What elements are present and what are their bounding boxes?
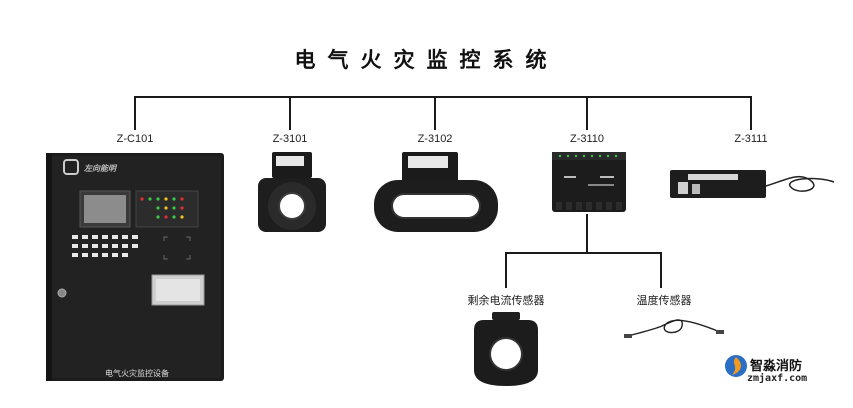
monitoring-panel-image: [46, 153, 224, 381]
z3101-sensor-image: [258, 152, 326, 232]
watermark-logo-icon: [725, 355, 747, 377]
temperature-probe-image: [624, 319, 724, 338]
diagram-title: 电气火灾监控系统: [294, 48, 559, 72]
panel-caption: 电气火灾监控设备: [105, 369, 169, 378]
branch-drop-residual: [505, 252, 507, 288]
device-label-z3111: Z-3111: [734, 133, 768, 145]
z3110-module-image: [552, 152, 626, 212]
watermark-name: 智淼消防: [750, 359, 803, 374]
device-label-zc101: Z-C101: [116, 133, 154, 145]
branch-drop-temperature: [660, 252, 662, 288]
drop-line-z3111: [750, 96, 752, 130]
device-label-z3102: Z-3102: [417, 133, 453, 145]
main-bus-line: [134, 96, 752, 98]
z3111-module-image: [670, 170, 835, 198]
sensor-label-residual: 剩余电流传感器: [467, 294, 545, 307]
drop-line-z3110: [586, 96, 588, 130]
branch-bus-line: [505, 252, 662, 254]
drop-line-z3101: [289, 96, 291, 130]
residual-current-sensor-image: [474, 312, 538, 386]
watermark-url: zmjaxf.com: [747, 373, 808, 384]
device-label-z3110: Z-3110: [569, 133, 605, 145]
branch-drop-line: [586, 214, 588, 254]
drop-line-z3102: [434, 96, 436, 130]
drop-line-zc101: [134, 96, 136, 130]
device-label-z3101: Z-3101: [272, 133, 308, 145]
panel-brand-text: 左向能明: [84, 164, 116, 173]
sensor-label-temperature: 温度传感器: [636, 294, 692, 307]
z3102-sensor-image: [374, 152, 498, 232]
